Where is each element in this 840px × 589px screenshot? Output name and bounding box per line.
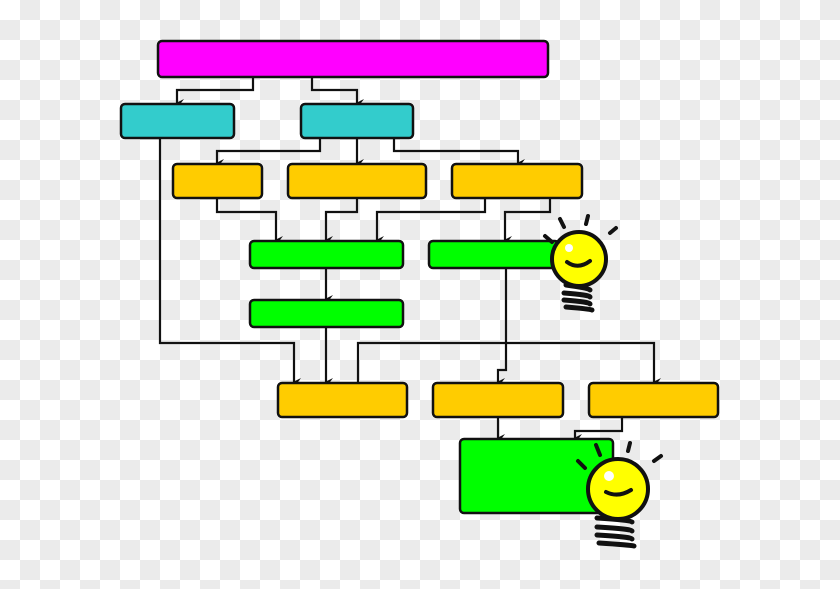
- connector: [356, 341, 661, 386]
- level2-node: [171, 162, 264, 200]
- level3-node: [248, 298, 405, 329]
- connector: [324, 198, 359, 244]
- root-node: [156, 39, 550, 79]
- connector: [215, 198, 283, 244]
- connector: [503, 198, 552, 244]
- level3-node: [427, 239, 561, 270]
- level1-node: [299, 102, 415, 140]
- lightbulb-smile-icon: [576, 441, 663, 549]
- connector: [496, 268, 508, 386]
- connector: [573, 417, 624, 442]
- level2-node: [587, 381, 720, 419]
- connector: [392, 138, 525, 167]
- connector: [158, 138, 301, 386]
- level2-node: [276, 381, 409, 419]
- connector: [310, 77, 364, 107]
- level1-node: [119, 102, 236, 140]
- level2-node: [450, 162, 584, 200]
- level2-node: [431, 381, 565, 419]
- level2-node: [286, 162, 428, 200]
- connector: [375, 198, 487, 244]
- level3-node: [248, 239, 405, 270]
- connectors: [158, 77, 661, 442]
- lightbulb-smile-icon: [543, 214, 618, 313]
- connector: [175, 77, 255, 107]
- connector: [215, 138, 322, 167]
